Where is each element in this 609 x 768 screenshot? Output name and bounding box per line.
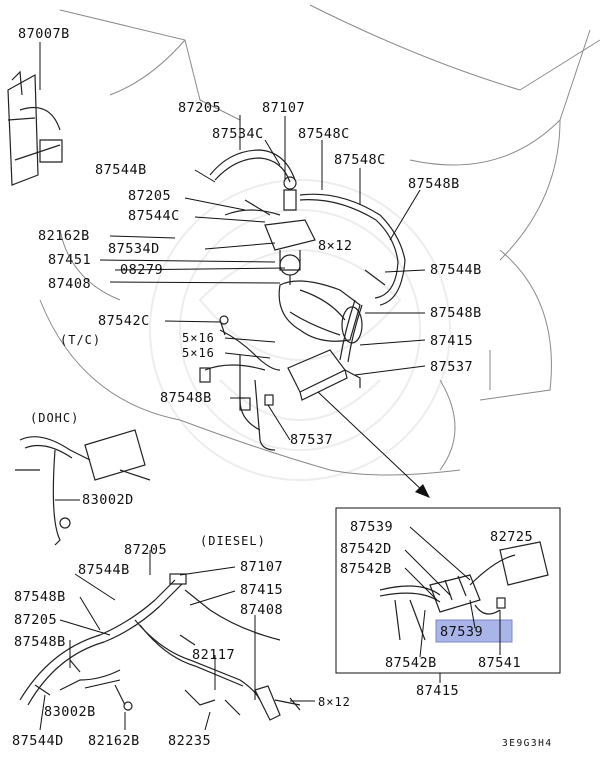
label-87415: 87415 — [430, 333, 473, 349]
label-87542D: 87542D — [340, 541, 392, 557]
label-87548C: 87548C — [334, 152, 386, 168]
label-87544B: 87544B — [95, 162, 147, 178]
label-87548C: 87548C — [298, 126, 350, 142]
label-08279: 08279 — [120, 262, 163, 278]
label-87205: 87205 — [128, 188, 171, 204]
label-8x12: 8×12 — [318, 238, 353, 254]
label-87542B: 87542B — [340, 561, 392, 577]
label-87451: 87451 — [48, 252, 91, 268]
label-87537: 87537 — [290, 432, 333, 448]
diagram-code: 3E9G3H4 — [502, 738, 553, 749]
label-82162B: 82162B — [88, 733, 140, 749]
label-87544B: 87544B — [78, 562, 130, 578]
label-82117: 82117 — [192, 647, 235, 663]
control-unit-87415 — [287, 349, 361, 401]
detail-inset — [335, 507, 561, 674]
label-87205: 87205 — [124, 542, 167, 558]
label-87544D: 87544D — [12, 733, 64, 749]
label-diesel: (DIESEL) — [200, 534, 266, 548]
diesel-assembly — [19, 573, 301, 721]
label-83002B: 83002B — [44, 704, 96, 720]
label-87539-highlighted: 87539 — [440, 624, 483, 640]
label-87408: 87408 — [48, 276, 91, 292]
label-83002D: 83002D — [82, 492, 134, 508]
label-87539: 87539 — [350, 519, 393, 535]
label-87537: 87537 — [430, 359, 473, 375]
label-87542B: 87542B — [385, 655, 437, 671]
label-82162B: 82162B — [38, 228, 90, 244]
label-87544C: 87544C — [128, 208, 180, 224]
vacuum-solenoid-assembly — [264, 176, 316, 285]
label-87205: 87205 — [178, 100, 221, 116]
label-87548B: 87548B — [430, 305, 482, 321]
label-dohc: (DOHC) — [30, 411, 79, 425]
label-tc: (T/C) — [60, 333, 101, 347]
label-87542C: 87542C — [98, 313, 150, 329]
label-87408: 87408 — [240, 602, 283, 618]
label-87107: 87107 — [240, 559, 283, 575]
label-5x16: 5×16 — [182, 346, 215, 360]
detail-arrow — [317, 391, 430, 498]
part-labels: 87007B 87205 87107 87534C 87548C 87548C … — [12, 26, 553, 749]
vehicle-body-outline — [7, 4, 601, 476]
watermark — [149, 179, 451, 481]
label-87534D: 87534D — [108, 241, 160, 257]
label-87107: 87107 — [262, 100, 305, 116]
label-87415: 87415 — [240, 582, 283, 598]
label-87548B: 87548B — [14, 634, 66, 650]
label-87548B: 87548B — [160, 390, 212, 406]
label-87548B: 87548B — [408, 176, 460, 192]
label-87415: 87415 — [416, 683, 459, 699]
label-87541: 87541 — [478, 655, 521, 671]
label-8x12: 8×12 — [318, 695, 351, 709]
label-5x16: 5×16 — [182, 331, 215, 345]
vacuum-tank — [278, 280, 363, 344]
leader-lines — [39, 42, 501, 731]
label-87007B: 87007B — [18, 26, 70, 42]
main-hose-assembly — [209, 149, 406, 363]
label-87534C: 87534C — [212, 126, 264, 142]
label-82725: 82725 — [490, 529, 533, 545]
label-82235: 82235 — [168, 733, 211, 749]
label-87544B: 87544B — [430, 262, 482, 278]
label-87548B: 87548B — [14, 589, 66, 605]
dohc-assembly — [15, 429, 151, 546]
label-87205: 87205 — [14, 612, 57, 628]
